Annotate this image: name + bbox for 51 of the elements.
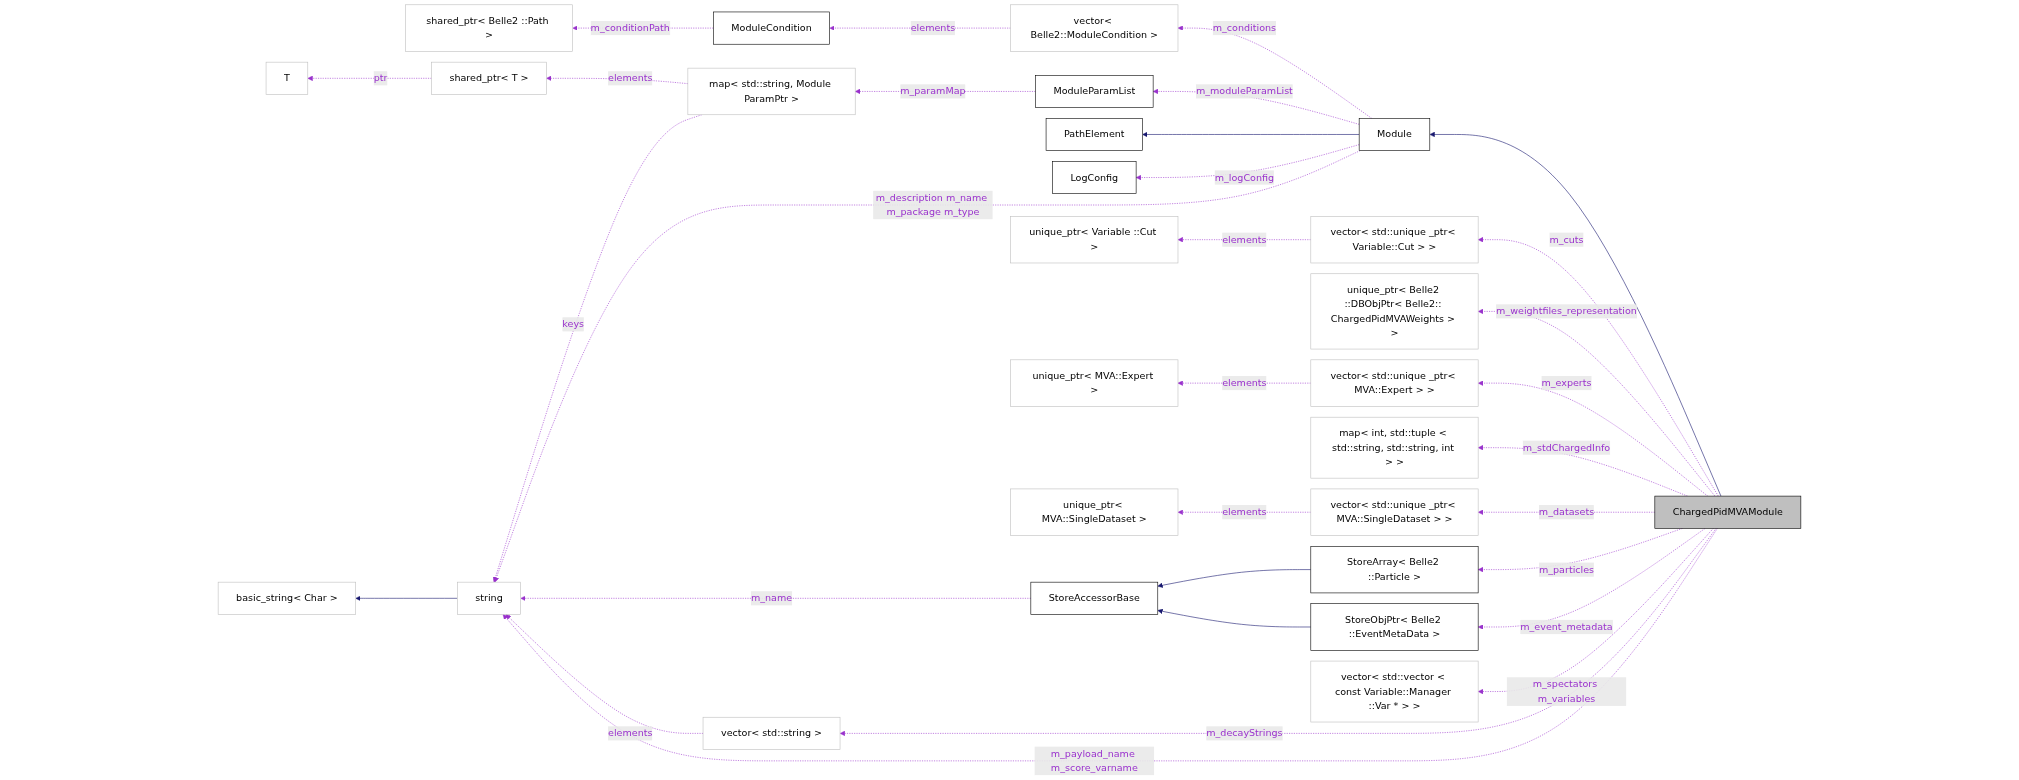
edge-label: elements xyxy=(910,22,956,34)
node-box: T xyxy=(265,61,309,95)
node-box: unique_ptr< Variable ::Cut > xyxy=(1010,216,1179,264)
edge-label: m_logConfig xyxy=(1214,171,1275,183)
node-box: shared_ptr< Belle2 ::Path > xyxy=(405,4,573,52)
edge-label: m_spectators m_variables xyxy=(1532,678,1598,705)
edge-label: m_conditions xyxy=(1212,22,1277,34)
edge-label: m_cuts xyxy=(1549,233,1584,246)
edge-label: m_paramMap xyxy=(900,85,966,97)
node-box: StoreAccessorBase xyxy=(1030,581,1159,615)
edge-label: m_conditionPath xyxy=(590,22,670,34)
edge-label: m_name xyxy=(750,592,793,604)
edge-label: elements xyxy=(608,72,653,84)
node-box: shared_ptr< T > xyxy=(431,61,547,95)
node-box: vector< std::unique _ptr< Variable::Cut > > xyxy=(1310,216,1479,264)
edge-label: m_datasets xyxy=(1538,506,1595,518)
edge-label: m_particles xyxy=(1538,563,1595,575)
node-box: basic_string< Char > xyxy=(217,581,356,615)
node-box: vector< std::unique _ptr< MVA::Expert > > xyxy=(1310,359,1479,407)
edge-label: m_moduleParamList xyxy=(1195,85,1293,97)
node-box: map< std::string, Module ParamPtr > xyxy=(687,67,856,116)
edge-label: elements xyxy=(1222,506,1267,518)
node-box: string xyxy=(457,581,521,615)
node-box: unique_ptr< MVA::SingleDataset > xyxy=(1010,488,1179,536)
node-box: PathElement xyxy=(1045,118,1143,151)
node-box: map< int, std::tuple < std::string, std::string, int > > xyxy=(1310,416,1479,479)
node-box: unique_ptr< MVA::Expert > xyxy=(1010,359,1179,407)
node-box: ModuleParamList xyxy=(1035,75,1154,108)
edge-label: m_decayStrings xyxy=(1206,727,1283,739)
node-box: vector< std::unique _ptr< MVA::SingleDataset > > xyxy=(1310,488,1479,536)
node-box: StoreArray< Belle2 ::Particle > xyxy=(1310,546,1479,594)
edge-label: elements xyxy=(608,727,653,739)
node-box: vector< std::vector < const Variable::Manager ::Var * > > xyxy=(1310,660,1479,723)
node-box: vector< std::string > xyxy=(702,716,841,750)
node-box: Module xyxy=(1358,118,1431,151)
edge-label: m_stdChargedInfo xyxy=(1522,441,1611,454)
node-box: LogConfig xyxy=(1052,161,1137,194)
node-box: ModuleCondition xyxy=(713,11,830,45)
edge-label: m_event_metadata xyxy=(1520,621,1613,633)
node-box: unique_ptr< Belle2 ::DBObjPtr< Belle2:: ChargedPidMVAWeights > > xyxy=(1310,273,1479,350)
edge-label: m_payload_name m_score_varname xyxy=(1050,747,1138,774)
edge-label: elements xyxy=(1222,377,1267,389)
edge-label: keys xyxy=(562,318,585,330)
edge-label: m_experts xyxy=(1541,377,1592,389)
node-box: ChargedPidMVAModule xyxy=(1654,495,1802,529)
edge-label: ptr xyxy=(373,72,388,84)
node-box: vector< Belle2::ModuleCondition > xyxy=(1010,4,1179,52)
edge-label: elements xyxy=(1222,233,1267,246)
edge-label: m_weightfiles_representation xyxy=(1496,305,1637,317)
node-box: StoreObjPtr< Belle2 ::EventMetaData > xyxy=(1310,603,1479,651)
edge-label: m_description m_name m_package m_type xyxy=(875,191,988,218)
